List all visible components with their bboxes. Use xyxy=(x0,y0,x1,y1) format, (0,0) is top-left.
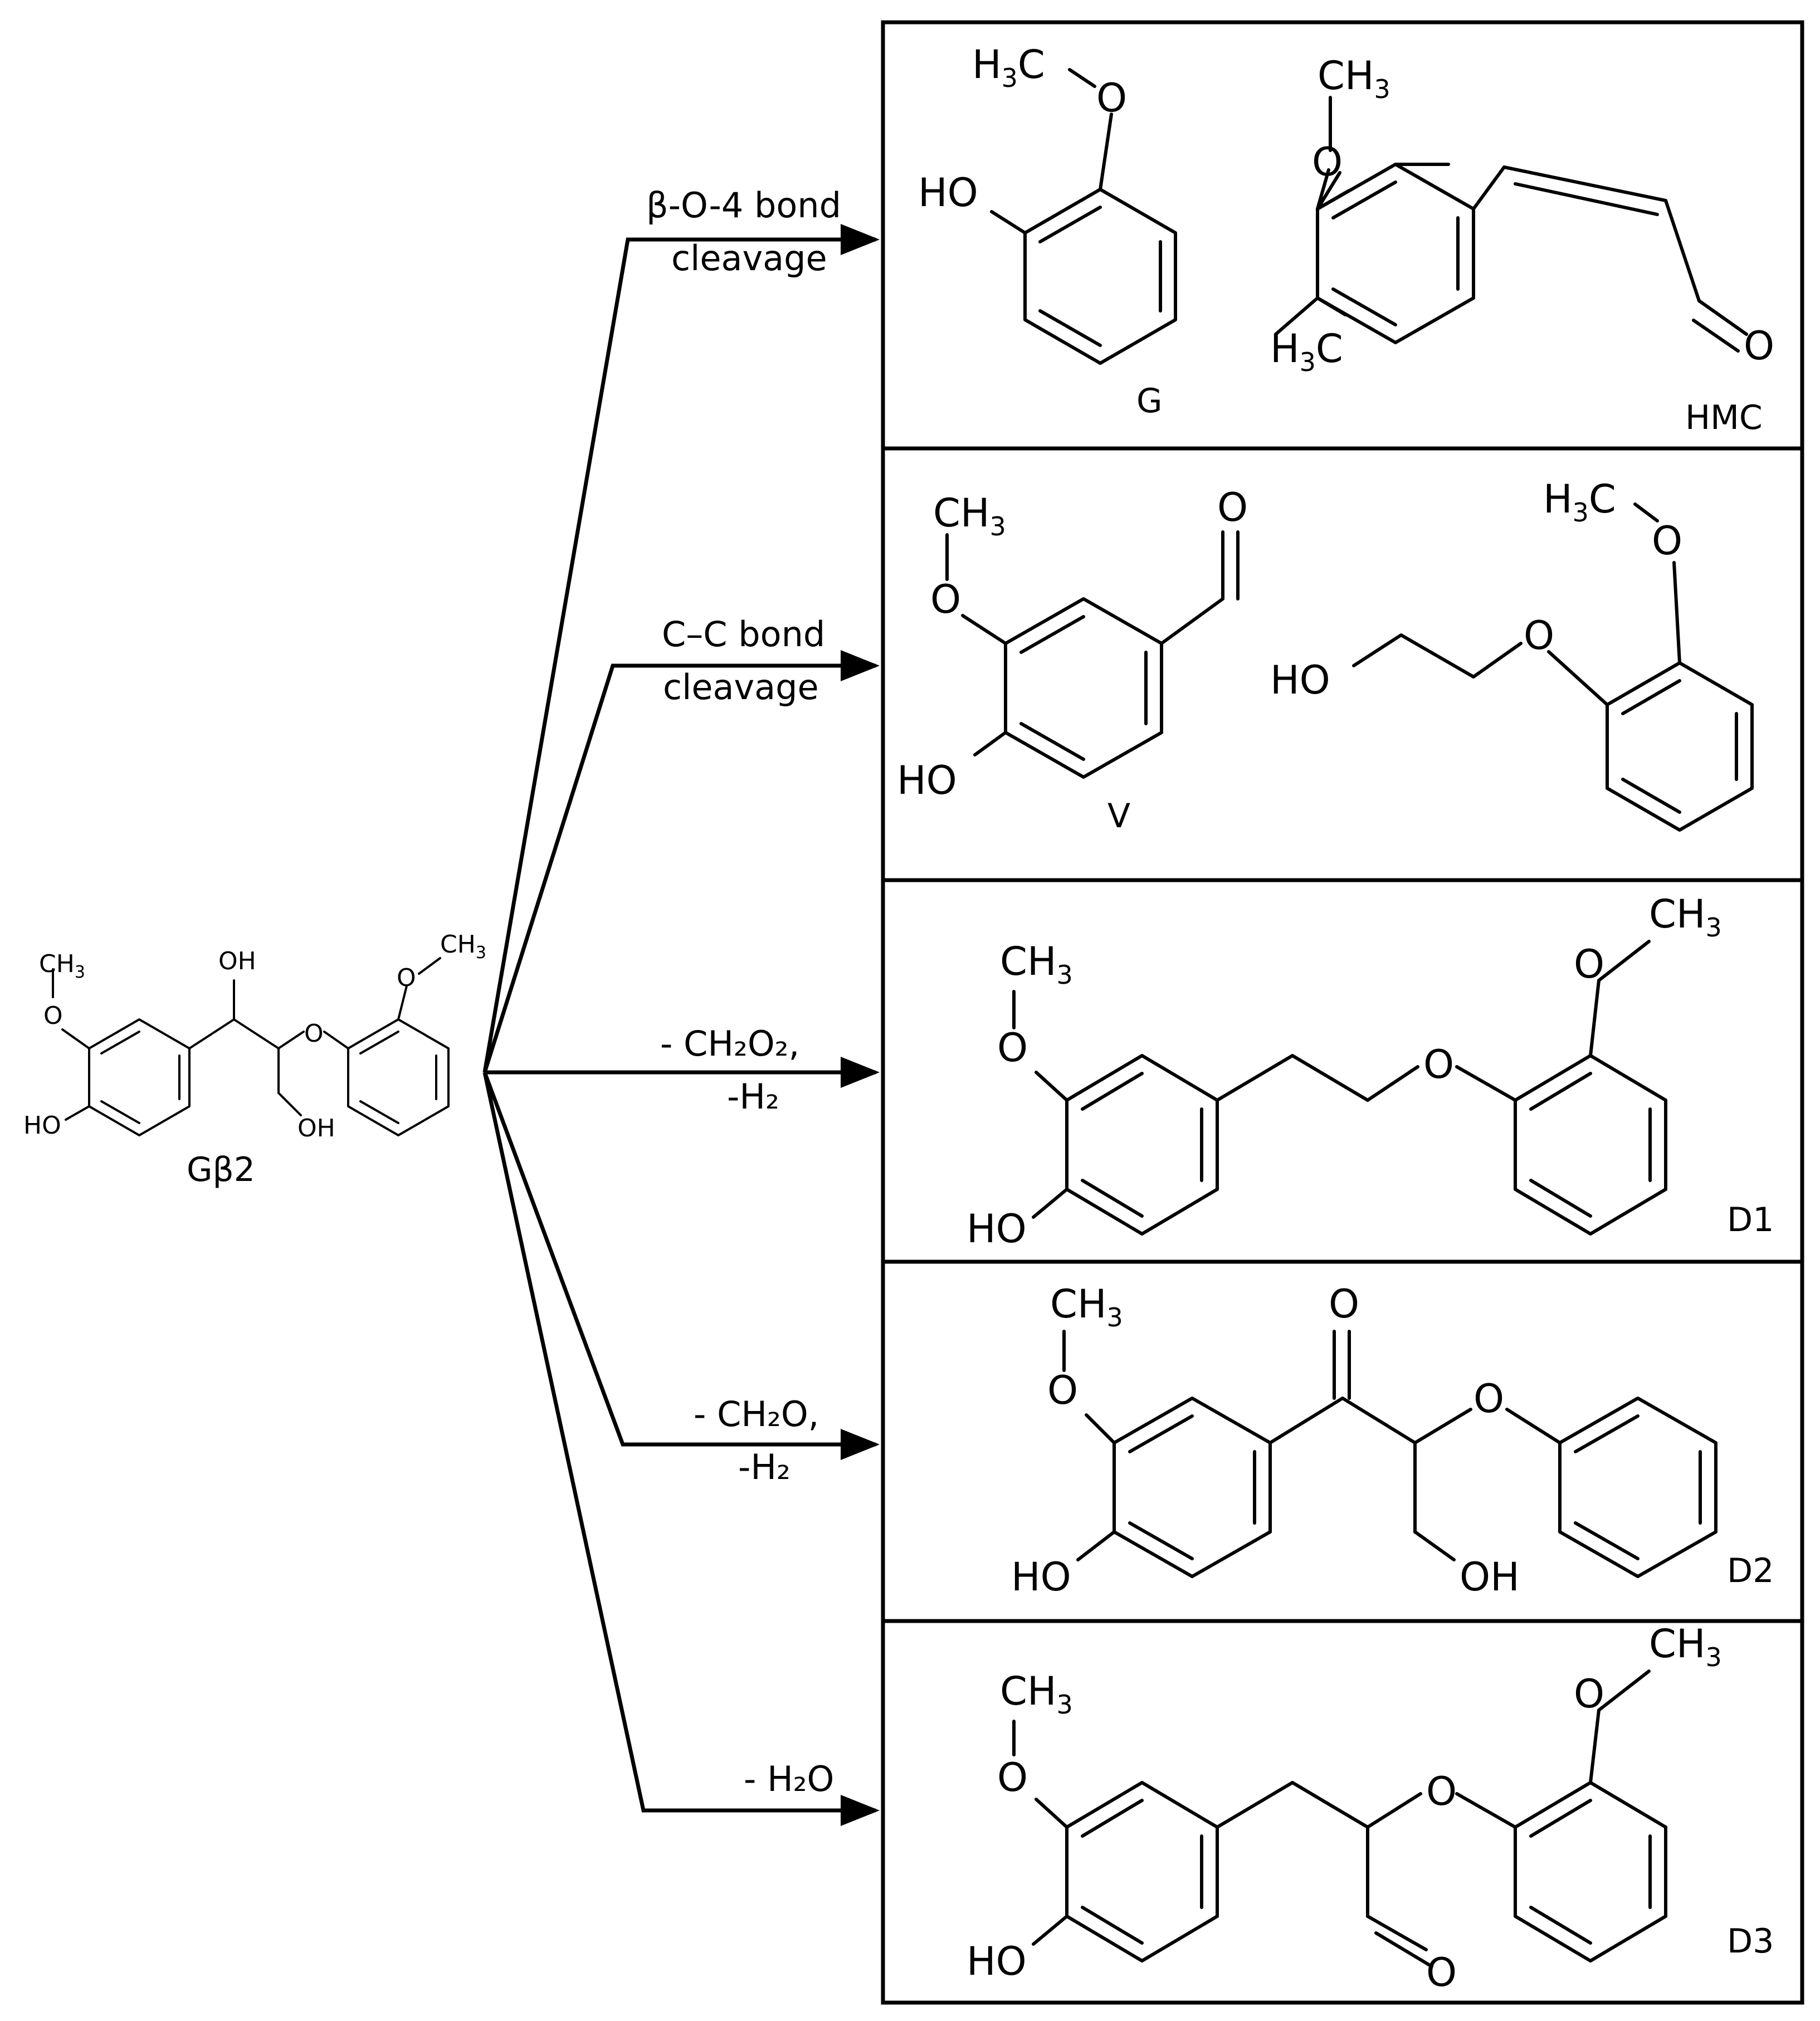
pathway-label: -H₂ xyxy=(738,1447,791,1487)
atom-o: O xyxy=(1473,1376,1504,1422)
atom-o: O xyxy=(1423,1042,1454,1087)
atom-o: O xyxy=(1426,1769,1457,1814)
atom-o: O xyxy=(1574,1671,1604,1717)
atom-o: O xyxy=(1744,323,1774,369)
atom-o: O xyxy=(930,577,961,622)
atom-ch3: CH3 xyxy=(39,950,85,982)
atom-ch3: CH3 xyxy=(1649,1621,1722,1672)
product-boxes xyxy=(881,20,1804,2005)
pathway-label: - CH₂O, xyxy=(694,1394,819,1434)
atom-oh: OH xyxy=(218,947,256,975)
atom-oh: OH xyxy=(297,1114,335,1143)
atom-o: O xyxy=(1047,1368,1078,1413)
atom-h3c: H3C xyxy=(972,42,1045,93)
product-label-d1: D1 xyxy=(1727,1200,1774,1239)
atom-ch3: CH3 xyxy=(1649,891,1722,943)
atom-o: O xyxy=(1524,613,1554,658)
atom-ch3: CH3 xyxy=(440,930,486,963)
product-d1-structure xyxy=(1012,940,1667,1236)
atom-o: O xyxy=(43,1002,63,1030)
pathway-label: - H₂O xyxy=(744,1759,834,1799)
atom-o: O xyxy=(997,1755,1028,1800)
atom-o: O xyxy=(1217,485,1248,530)
atom-h3c: H3C xyxy=(1270,326,1343,377)
atom-oh: OH xyxy=(1460,1554,1520,1600)
product-label-d2: D2 xyxy=(1727,1551,1774,1590)
atom-ho: HO xyxy=(967,1939,1027,1984)
atom-ch3: CH3 xyxy=(1000,939,1073,990)
atom-o: O xyxy=(1574,941,1604,987)
atom-o: O xyxy=(397,964,416,992)
product-d2-structure xyxy=(1062,1330,1717,1578)
pathway-arrows xyxy=(482,224,880,1826)
pathway-label: β-O-4 bond xyxy=(646,185,841,226)
atom-ho: HO xyxy=(967,1206,1027,1252)
product-ether-structure xyxy=(1352,502,1754,832)
atom-ch3: CH3 xyxy=(1000,1668,1073,1720)
product-v-structure xyxy=(945,530,1240,779)
product-label-d3: D3 xyxy=(1727,1922,1774,1961)
product-g-structure xyxy=(990,68,1177,365)
atom-ch3: CH3 xyxy=(933,490,1006,541)
atom-ho: HO xyxy=(1270,657,1330,703)
atom-ch3: CH3 xyxy=(1318,53,1390,104)
atom-ho: HO xyxy=(1011,1554,1071,1600)
atom-ho: HO xyxy=(897,758,957,803)
reactant-structure xyxy=(52,957,450,1136)
pathway-label: -H₂ xyxy=(727,1076,779,1117)
atom-ho: HO xyxy=(23,1111,61,1140)
atom-o: O xyxy=(1329,1281,1359,1327)
pathway-label: - CH₂O₂, xyxy=(660,1023,799,1064)
atom-ch3: CH3 xyxy=(1050,1281,1123,1332)
product-label-g: G xyxy=(1136,382,1163,421)
atom-o: O xyxy=(304,1019,324,1048)
product-label-v: V xyxy=(1107,797,1130,836)
atom-o: O xyxy=(997,1025,1028,1071)
atom-o: O xyxy=(1652,518,1682,564)
atom-o: O xyxy=(1426,1950,1457,1995)
product-label-hmc: HMC xyxy=(1685,398,1763,437)
product-d3-structure xyxy=(1012,1669,1667,1968)
pathway-label: cleavage xyxy=(671,238,827,279)
product-hmc-structure xyxy=(1274,96,1748,353)
atom-ho: HO xyxy=(918,170,978,216)
atom-o: O xyxy=(1096,75,1127,121)
atom-o: O xyxy=(1312,139,1343,185)
pathway-label: cleavage xyxy=(663,667,819,707)
pathway-label: C–C bond xyxy=(662,614,825,655)
atom-h3c: H3C xyxy=(1543,476,1616,528)
reactant-label: Gβ2 xyxy=(187,1150,255,1189)
